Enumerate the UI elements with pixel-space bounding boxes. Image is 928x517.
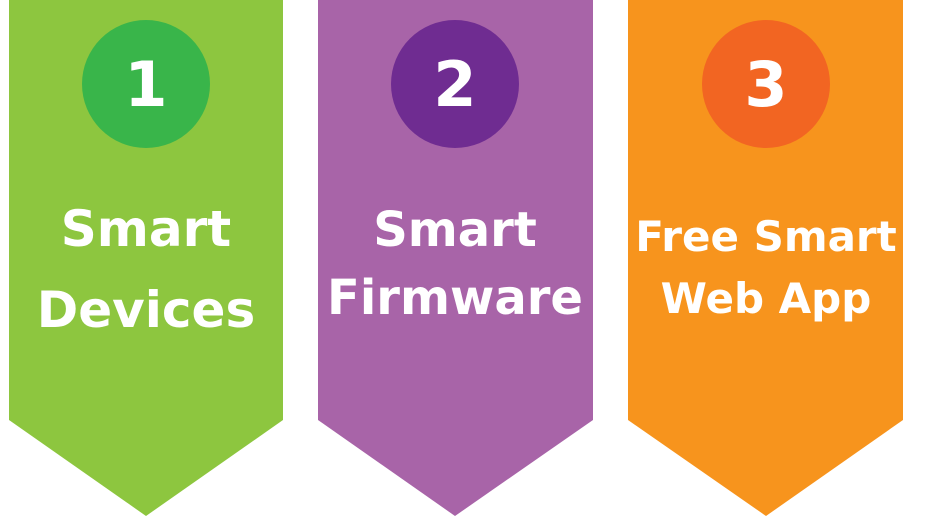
- step-2-line-1: Smart: [373, 202, 537, 258]
- step-3-number-badge: 3: [702, 20, 830, 148]
- banner-3: [628, 0, 903, 516]
- step-1-line-1: Smart: [60, 200, 232, 258]
- step-2-line-2: Firmware: [327, 270, 583, 326]
- banner-2: [318, 0, 593, 516]
- step-3-line-2: Web App: [660, 274, 872, 323]
- step-1-number-badge: 1: [82, 20, 210, 148]
- step-3-line-1: Free Smart: [635, 212, 897, 261]
- step-1-line-2: Devices: [36, 281, 256, 339]
- step-2-number-badge: 2: [391, 20, 519, 148]
- banner-1: [9, 0, 283, 516]
